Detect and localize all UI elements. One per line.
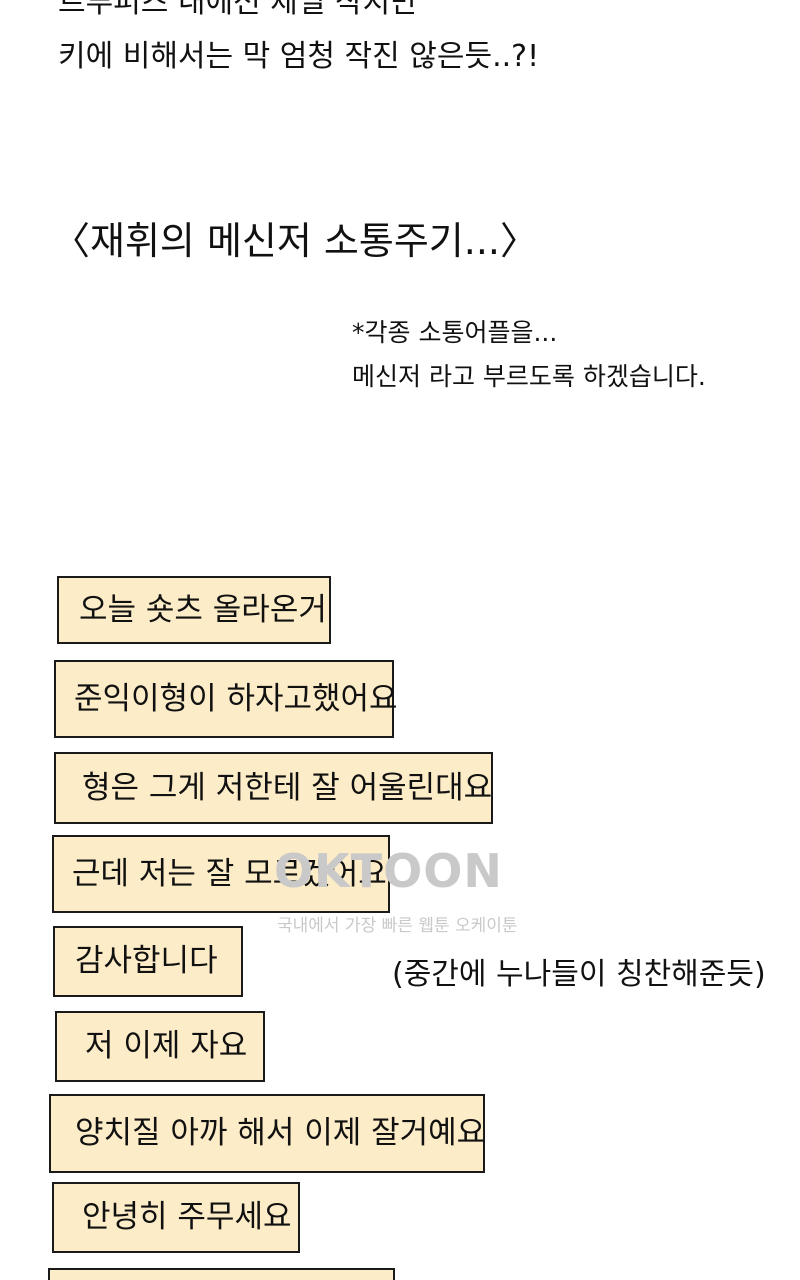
watermark-logo: OKTOON [274, 844, 503, 898]
message-text: 저 이제 자요 [85, 1028, 248, 1064]
message-text: 양치질 아까 해서 이제 잘거예요 [75, 1115, 486, 1151]
message-bubble: 오늘 숏츠 올라온거 [57, 576, 331, 644]
message-bubble: 준익이형이 하자고했어요 [54, 660, 398, 738]
message-bubble-partial [48, 1268, 395, 1280]
message-text: 근데 저는 잘 모르겠어요 [72, 855, 387, 892]
message-bubble: 형은 그게 저한테 잘 어울린대요 [54, 752, 493, 824]
message-bubble: 저 이제 자요 [55, 1011, 265, 1082]
note-line-1: *각종 소통어플을... [352, 318, 558, 347]
message-bubble: 안녕히 주무세요 [52, 1182, 300, 1253]
message-bubble: 감사합니다 [53, 926, 243, 997]
message-text: 안녕히 주무세요 [82, 1199, 292, 1235]
watermark-tagline: 국내에서 가장 빠른 웹툰 오케이툰 [277, 916, 518, 936]
message-text: 오늘 숏츠 올라온거 [79, 591, 327, 628]
message-text: 준익이형이 하자고했어요 [74, 680, 398, 717]
message-text: 감사합니다 [75, 943, 218, 979]
message-text: 형은 그게 저한테 잘 어울린대요 [82, 769, 493, 806]
message-bubble: 양치질 아까 해서 이제 잘거예요 [49, 1094, 485, 1173]
intro-line-1: 트루퍼즈 내에선 제일 작지만 [58, 0, 418, 20]
intro-line-2: 키에 비해서는 막 엄청 작진 않은듯..?! [58, 39, 540, 74]
note-line-2: 메신저 라고 부르도록 하겠습니다. [352, 362, 706, 391]
message-bubble: 근데 저는 잘 모르겠어요 [52, 835, 390, 913]
section-title: 〈재휘의 메신저 소통주기...〉 [52, 219, 538, 263]
aside-comment: (중간에 누나들이 칭찬해준듯) [392, 957, 766, 992]
